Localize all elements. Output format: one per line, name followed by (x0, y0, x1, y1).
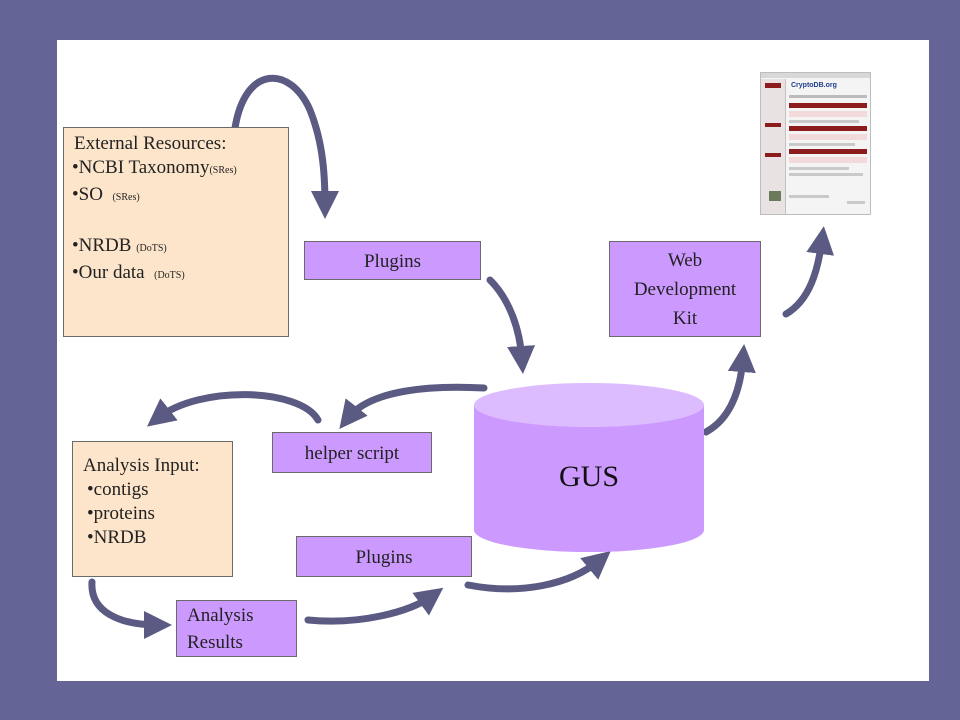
analysis-results-line: Analysis (187, 605, 254, 626)
plugins-top-label: Plugins (363, 251, 422, 272)
wdk-line: Development (633, 279, 737, 300)
analysis-input-box: Analysis Input: •contigs •proteins •NRDB (72, 441, 233, 577)
helper-script-box: helper script (272, 432, 432, 473)
website-screenshot-thumbnail: CryptoDB.org (760, 72, 871, 215)
wdk-line: Web (667, 250, 703, 271)
analysis-input-item: •contigs (87, 479, 149, 500)
plugins-bottom-box: Plugins (296, 536, 472, 577)
helper-script-label: helper script (304, 443, 400, 464)
resource-item: •NCBI Taxonomy(SRes) (72, 157, 237, 178)
external-resources-title: External Resources: (74, 133, 227, 154)
external-resources-box: External Resources: •NCBI Taxonomy(SRes)… (63, 127, 289, 337)
analysis-results-box: Analysis Results (176, 600, 297, 657)
resource-item: •NRDB (DoTS) (72, 235, 167, 256)
gus-database-label: GUS (558, 460, 619, 493)
resource-item: •SO (SRes) (72, 184, 140, 205)
thumbnail-site-name: CryptoDB.org (791, 82, 837, 89)
plugins-bottom-label: Plugins (355, 547, 413, 568)
analysis-results-line: Results (187, 632, 243, 653)
web-dev-kit-box: Web Development Kit (609, 241, 761, 337)
analysis-input-title: Analysis Input: (83, 455, 200, 476)
plugins-top-box: Plugins (304, 241, 481, 280)
wdk-line: Kit (672, 308, 698, 329)
analysis-input-item: •proteins (87, 503, 155, 524)
resource-item: •Our data (DoTS) (72, 262, 185, 283)
analysis-input-item: •NRDB (87, 527, 147, 548)
